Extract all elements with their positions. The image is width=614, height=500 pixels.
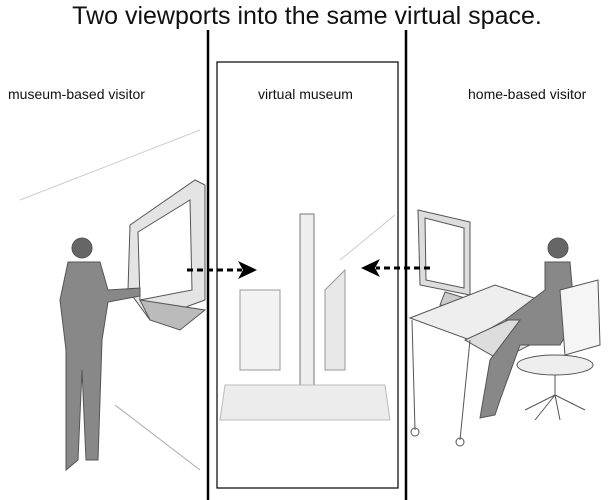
label-virtual-museum: virtual museum — [258, 86, 353, 102]
arrow-museum-to-virtual — [187, 261, 257, 279]
label-home-visitor: home-based visitor — [468, 86, 587, 102]
virtual-museum-frame — [216, 61, 399, 489]
arrow-home-to-virtual — [361, 259, 430, 277]
home-visitor-sketch — [408, 209, 601, 447]
diagram-title: Two viewports into the same virtual spac… — [72, 2, 542, 30]
museum-visitor-sketch — [19, 129, 207, 472]
virtual-museum-sketch — [219, 213, 396, 421]
label-museum-visitor: museum-based visitor — [8, 86, 145, 102]
